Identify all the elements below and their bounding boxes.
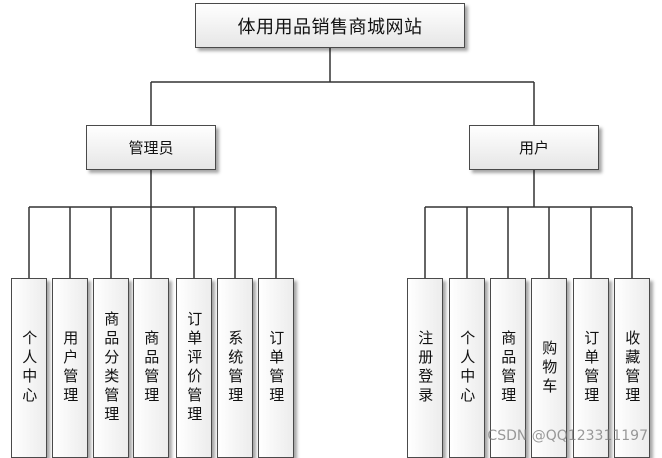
- user-leaf-5: 订单管理: [573, 278, 609, 458]
- role-node-user: 用户: [469, 125, 599, 170]
- root-node: 体用用品销售商城网站: [195, 3, 465, 48]
- admin-leaf-label: 订单管理: [267, 330, 286, 406]
- user-leaf-label: 商品管理: [499, 330, 518, 406]
- user-leaf-6: 收藏管理: [614, 278, 650, 458]
- admin-leaf-6: 系统管理: [217, 278, 253, 458]
- user-leaf-2: 个人中心: [449, 278, 485, 458]
- admin-leaf-3: 商品分类管理: [93, 278, 129, 458]
- user-leaf-label: 购物车: [540, 339, 559, 397]
- role-label-user: 用户: [518, 139, 549, 157]
- role-node-admin: 管理员: [86, 125, 216, 170]
- root-label: 体用用品销售商城网站: [237, 16, 423, 38]
- admin-leaf-5: 订单评价管理: [176, 278, 212, 458]
- admin-leaf-2: 用户管理: [52, 278, 88, 458]
- admin-leaf-4: 商品管理: [133, 278, 169, 458]
- user-leaf-label: 注册登录: [416, 330, 435, 406]
- admin-leaf-label: 用户管理: [61, 330, 80, 406]
- role-label-admin: 管理员: [128, 139, 174, 157]
- admin-leaf-label: 商品分类管理: [102, 311, 121, 425]
- admin-leaf-label: 订单评价管理: [185, 311, 204, 425]
- admin-leaf-1: 个人中心: [11, 278, 47, 458]
- admin-leaf-label: 个人中心: [20, 330, 39, 406]
- user-leaf-1: 注册登录: [407, 278, 443, 458]
- watermark-text: CSDN @QQ123311197: [487, 428, 648, 444]
- admin-leaf-label: 商品管理: [142, 330, 161, 406]
- admin-leaf-7: 订单管理: [258, 278, 294, 458]
- user-leaf-label: 订单管理: [582, 330, 601, 406]
- user-leaf-3: 商品管理: [490, 278, 526, 458]
- user-leaf-4: 购物车: [531, 278, 567, 458]
- user-leaf-label: 个人中心: [458, 330, 477, 406]
- user-leaf-label: 收藏管理: [623, 330, 642, 406]
- admin-leaf-label: 系统管理: [226, 330, 245, 406]
